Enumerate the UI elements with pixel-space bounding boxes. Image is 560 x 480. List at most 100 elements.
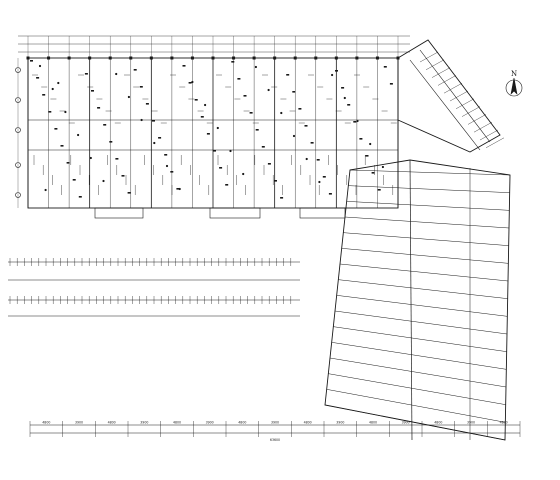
- annotation-dot: [127, 95, 130, 99]
- fixture-mark: [115, 158, 119, 160]
- column-mark: [211, 56, 215, 60]
- fixture-mark: [365, 155, 369, 157]
- column-mark: [190, 56, 194, 60]
- column-mark: [149, 56, 153, 60]
- fixture-mark: [158, 137, 162, 139]
- dimension-label: 3900: [467, 421, 475, 425]
- fixture-mark: [237, 78, 241, 80]
- connector-rib: [467, 114, 487, 125]
- fixture-mark: [316, 159, 320, 161]
- unit-divider-line: [344, 216, 510, 229]
- annotation-dot: [165, 164, 169, 168]
- annotation-dot: [178, 187, 181, 191]
- annotation-dot: [242, 172, 245, 176]
- connector-rib: [437, 75, 457, 86]
- fixture-mark: [335, 70, 338, 72]
- fixture-mark: [359, 138, 363, 140]
- fixture-mark: [188, 82, 192, 84]
- dimension-label: 3900: [402, 421, 410, 425]
- connector-rib: [449, 90, 469, 102]
- dimension-label: 4800: [500, 421, 508, 425]
- fixture-mark: [341, 87, 345, 89]
- riser-diagram-strips: [8, 258, 300, 317]
- fixture-mark: [170, 171, 174, 173]
- fixture-mark: [97, 107, 101, 109]
- unit-divider-line: [339, 263, 509, 282]
- fixture-mark: [66, 162, 70, 164]
- annotation-dot: [381, 165, 384, 169]
- annotation-marks: [38, 64, 384, 192]
- fixture-mark: [383, 66, 387, 68]
- fixture-mark: [54, 128, 58, 130]
- column-mark: [232, 56, 236, 60]
- connector-rib: [473, 122, 493, 133]
- fixture-mark: [176, 188, 180, 190]
- annotation-dot: [204, 103, 207, 107]
- fixture-mark: [249, 112, 253, 114]
- fixture-mark: [78, 196, 82, 198]
- column-mark: [47, 56, 51, 60]
- column-mark: [355, 56, 359, 60]
- connector-rib: [419, 51, 439, 63]
- fixture-mark: [60, 145, 64, 147]
- fixture-mark: [182, 65, 186, 67]
- fixture-mark: [377, 189, 381, 191]
- connector-rib: [425, 59, 445, 70]
- annotation-dot: [280, 111, 283, 115]
- fixture-mark: [322, 176, 326, 178]
- annotation-dot: [216, 126, 219, 130]
- column-mark: [334, 56, 338, 60]
- fixture-mark: [109, 141, 113, 143]
- fixture-mark: [219, 167, 223, 169]
- annotation-dot: [115, 72, 118, 76]
- fixture-mark: [255, 129, 259, 131]
- unit-divider-line: [348, 185, 510, 193]
- fixture-mark: [292, 91, 296, 93]
- fixture-mark: [243, 95, 247, 97]
- annotation-dot: [229, 149, 232, 153]
- fixture-mark: [42, 94, 46, 96]
- annotation-dot: [254, 65, 257, 69]
- unit-divider-line: [329, 357, 507, 388]
- annotation-dot: [369, 142, 372, 146]
- north-arrow-icon: [505, 77, 523, 97]
- annotation-dot: [318, 180, 321, 184]
- column-mark: [26, 56, 30, 60]
- dimension-label: 4800: [434, 421, 442, 425]
- column-mark: [293, 56, 297, 60]
- connector-rib: [479, 129, 499, 141]
- unit-divider-line: [328, 373, 506, 405]
- unit-divider-line: [334, 310, 508, 335]
- unit-divider-line: [336, 295, 508, 317]
- fixture-mark: [133, 69, 137, 71]
- bottom-dimension-chain: [29, 421, 521, 437]
- fixture-mark: [145, 103, 149, 105]
- annotation-dot: [343, 96, 346, 100]
- fixture-mark: [267, 163, 271, 165]
- unit-divider-line: [333, 326, 507, 352]
- column-mark: [108, 56, 112, 60]
- bottom-total-dimension: 63600: [270, 438, 280, 442]
- unit-divider-line: [326, 389, 506, 423]
- connector-rib: [461, 106, 481, 117]
- dimension-label: 4800: [369, 421, 377, 425]
- column-mark: [314, 56, 318, 60]
- fixture-mark: [121, 175, 125, 177]
- dimension-label: 3900: [336, 421, 344, 425]
- dimension-label: 4800: [173, 421, 181, 425]
- unit-divider-line: [343, 232, 509, 246]
- fixture-mark: [371, 172, 375, 174]
- fixture-mark: [200, 116, 204, 118]
- fixture-mark: [304, 125, 308, 127]
- fixture-mark: [164, 154, 168, 156]
- column-mark: [170, 56, 174, 60]
- connector-rib: [455, 98, 475, 109]
- annotation-dot: [102, 179, 105, 183]
- fixture-mark: [194, 99, 198, 101]
- dimension-label: 3900: [75, 421, 83, 425]
- fixture-mark: [152, 120, 155, 122]
- fixture-mark: [225, 184, 229, 186]
